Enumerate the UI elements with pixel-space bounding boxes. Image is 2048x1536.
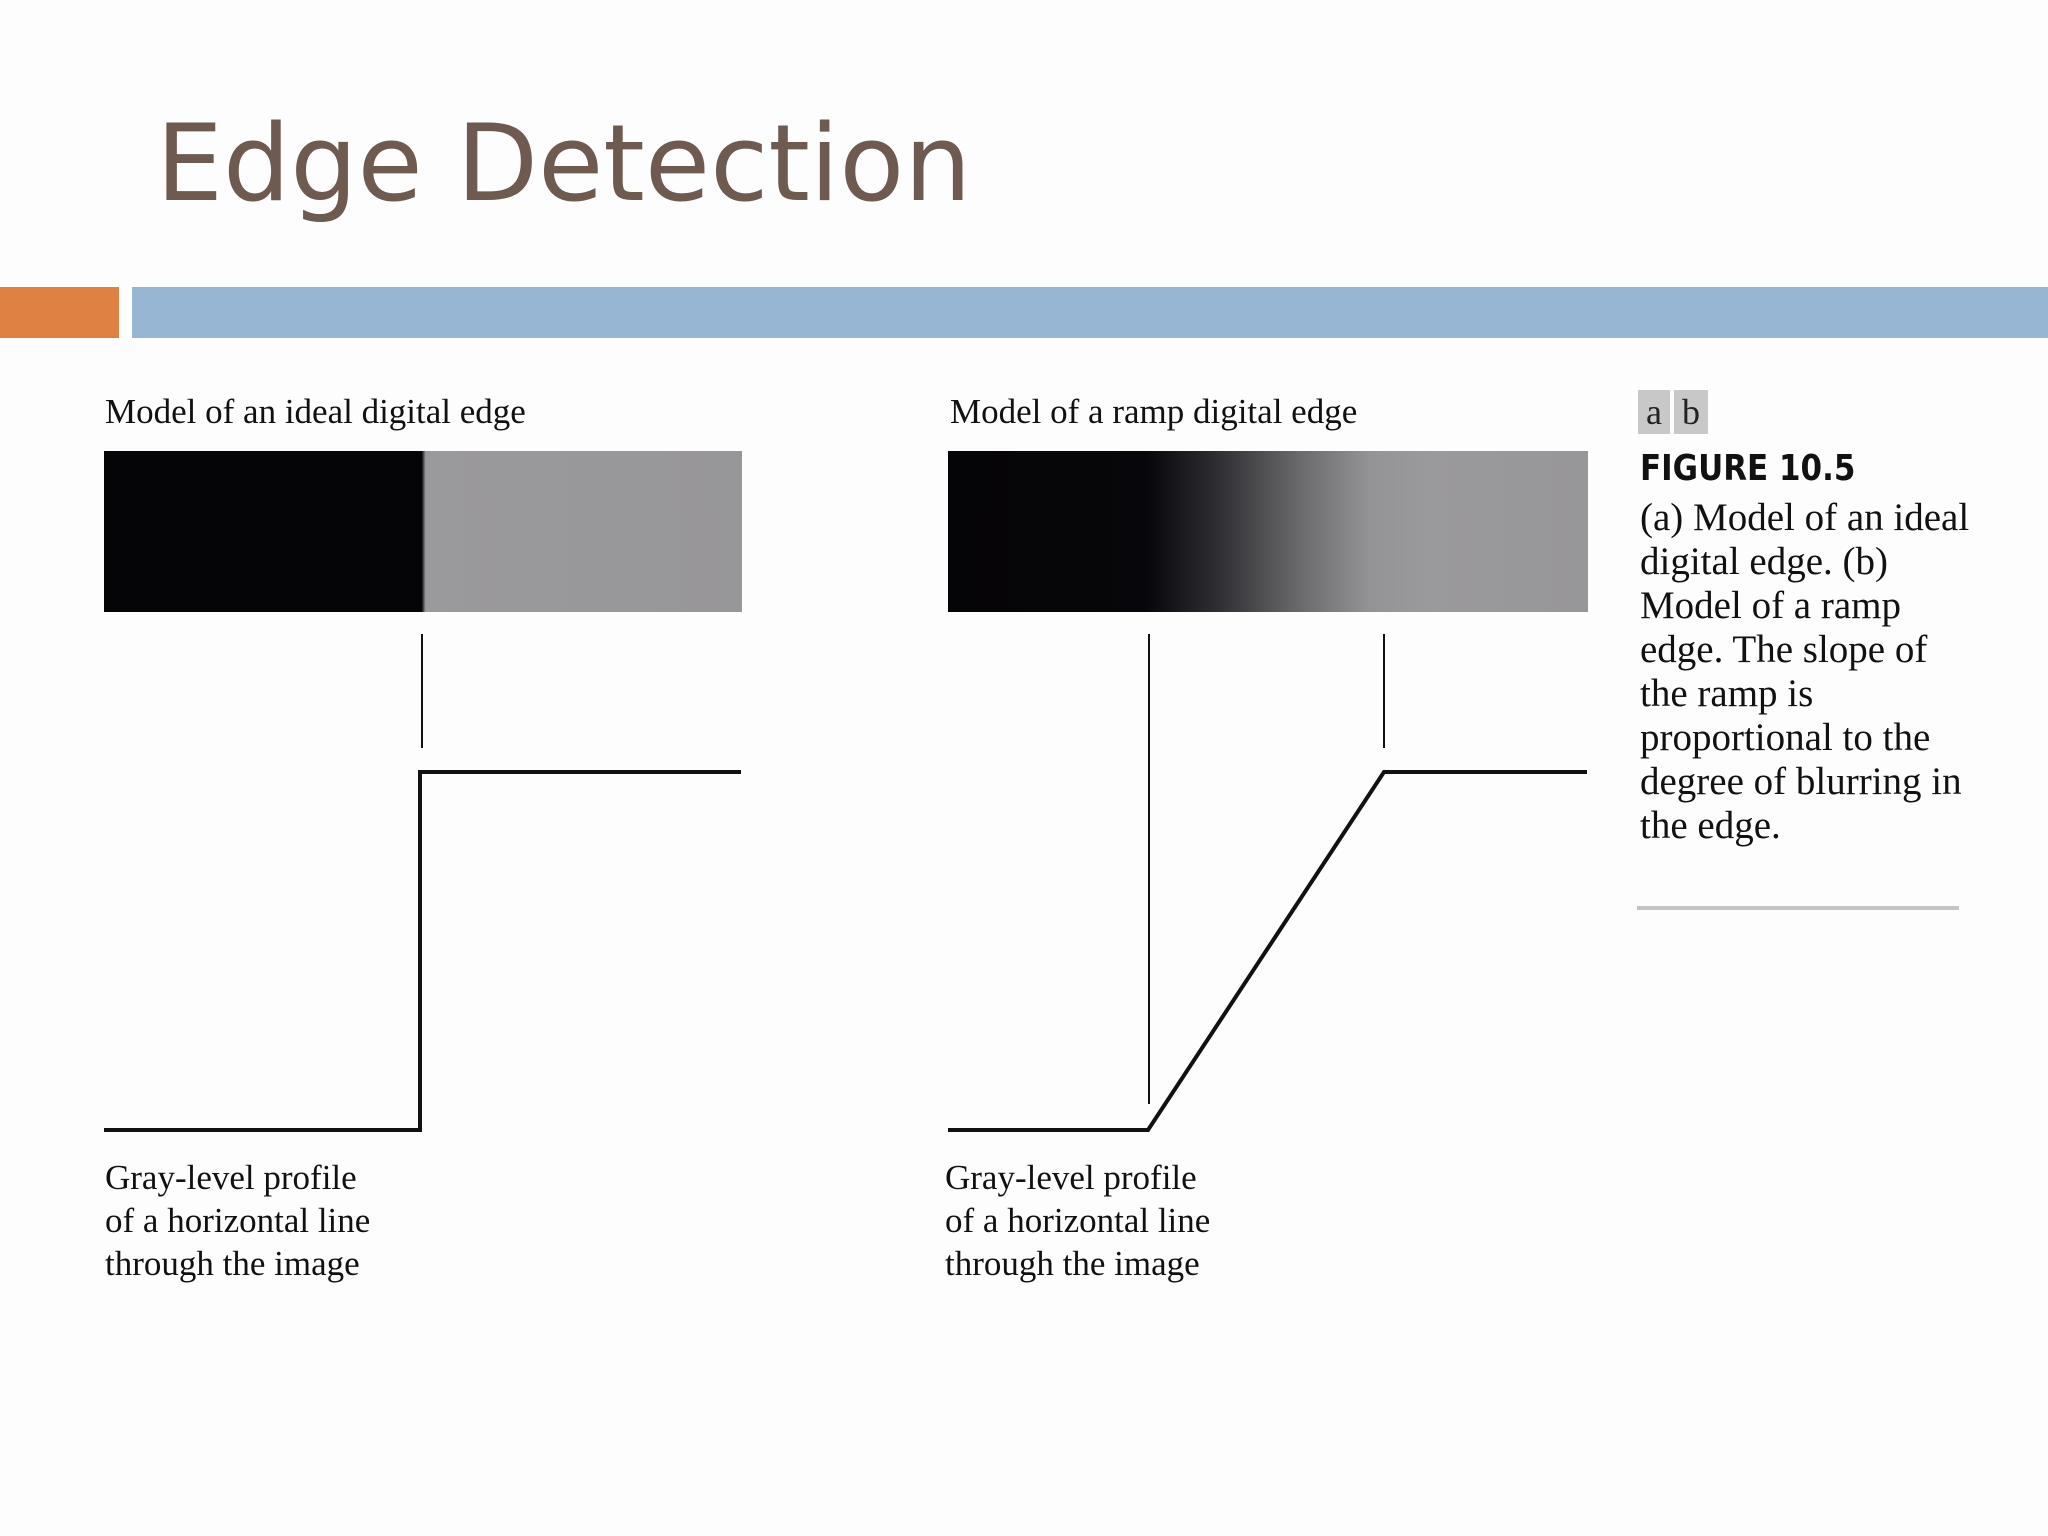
figure-panel-labels: a b (1638, 390, 1708, 434)
ideal-edge-step-profile (104, 770, 741, 1132)
profile-label-line: Gray-level profile (945, 1158, 1197, 1197)
figure-caption: (a) Model of an ideal digital edge. (b) … (1640, 496, 1970, 847)
ideal-edge-profile-label: Gray-level profile of a horizontal line … (105, 1156, 370, 1285)
ramp-edge-profile-label: Gray-level profile of a horizontal line … (945, 1156, 1210, 1285)
title-accent-orange-bar (0, 287, 119, 338)
figure-caption-rule (1637, 906, 1959, 910)
ramp-edge-profile (948, 770, 1587, 1132)
profile-label-line: of a horizontal line (105, 1201, 371, 1240)
panel-label-b: b (1673, 390, 1708, 434)
ideal-edge-image (104, 451, 742, 612)
profile-label-line: through the image (945, 1244, 1200, 1283)
profile-label-line: of a horizontal line (945, 1201, 1211, 1240)
profile-label-line: through the image (105, 1244, 360, 1283)
figure-number: FIGURE 10.5 (1640, 448, 1856, 489)
ramp-edge-image (948, 451, 1588, 612)
ramp-edge-caption: Model of a ramp digital edge (950, 392, 1358, 431)
panel-label-a: a (1638, 390, 1670, 434)
profile-label-line: Gray-level profile (105, 1158, 357, 1197)
slide-title: Edge Detection (156, 102, 972, 225)
title-accent-blue-bar (132, 287, 2048, 338)
ideal-edge-caption: Model of an ideal digital edge (105, 392, 526, 431)
